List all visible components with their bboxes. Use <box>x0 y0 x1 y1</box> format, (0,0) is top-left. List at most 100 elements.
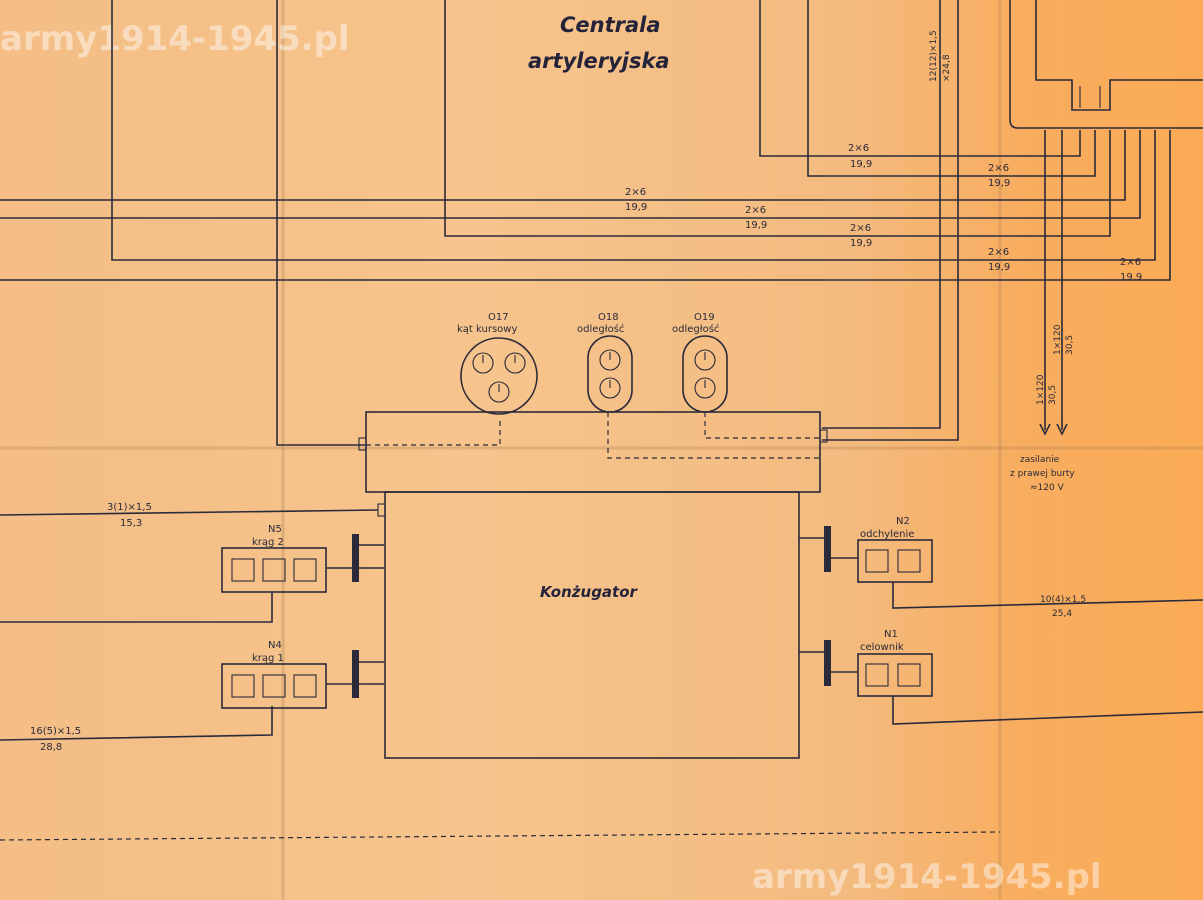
dial-icon <box>694 377 716 399</box>
internal-link-o19 <box>704 412 822 439</box>
label-w-v1: 1×120 30,5 <box>1036 374 1058 405</box>
indicator-o19-name: odległość <box>672 323 719 335</box>
svg-text:19,9: 19,9 <box>1120 272 1142 283</box>
indicator-o17-housing <box>460 337 538 415</box>
wire-vertical-bundle-b <box>822 0 959 441</box>
label-w-v2: 1×120 30,5 <box>1053 324 1075 355</box>
svg-text:19,9: 19,9 <box>988 178 1010 189</box>
svg-text:2×6: 2×6 <box>745 205 766 216</box>
centrala-title-line2: artyleryjska <box>528 49 670 73</box>
indicator-o19-id: O19 <box>694 312 715 323</box>
supply-arrow-2 <box>1056 423 1068 436</box>
svg-text:19,9: 19,9 <box>745 220 767 231</box>
indicator-o19-housing <box>682 335 728 413</box>
svg-text:≈120 V: ≈120 V <box>1030 483 1065 493</box>
label-w-mid2: 2×6 19,9 <box>745 205 767 231</box>
terminal-icon <box>897 663 921 687</box>
sheet-border-dashed <box>0 831 1001 841</box>
terminal-icon <box>231 674 255 698</box>
wire-left-1 <box>0 509 379 516</box>
box-n4-name: krąg 1 <box>252 653 284 664</box>
svg-text:25,4: 25,4 <box>1052 609 1072 619</box>
box-n4-housing <box>221 663 327 709</box>
indicator-o18-housing <box>587 335 633 413</box>
terminal-icon <box>262 674 286 698</box>
wire-vertical-bundle-a <box>822 0 941 429</box>
box-n1-housing <box>857 653 933 697</box>
junction-terminal-left <box>358 437 367 451</box>
svg-text:2×6: 2×6 <box>988 163 1009 174</box>
indicator-o17: O17 kąt kursowy <box>457 312 538 415</box>
wire-left-2 <box>0 706 273 741</box>
wire-centrala-bottom <box>444 0 1111 237</box>
svg-text:19,9: 19,9 <box>850 238 872 249</box>
wire-low-1 <box>111 0 1156 261</box>
svg-text:z prawej burty: z prawej burty <box>1010 469 1075 479</box>
konzugator-label: Konżugator <box>540 583 639 601</box>
indicator-o18-name: odległość <box>577 323 624 335</box>
right-unit-outline <box>1009 0 1203 129</box>
wire-top-1 <box>759 0 1081 157</box>
centrala-title-line1: Centrala <box>560 13 661 37</box>
wire-left-vertical <box>276 0 365 446</box>
svg-text:19,9: 19,9 <box>988 262 1010 273</box>
label-w-low2: 2×6 19,9 <box>1120 257 1142 283</box>
indicator-o17-id: O17 <box>488 312 509 323</box>
dial-icon <box>599 349 621 371</box>
wire-right-2 <box>892 696 1203 725</box>
svg-text:1×120: 1×120 <box>1053 324 1063 355</box>
svg-text:10(4)×1,5: 10(4)×1,5 <box>1040 595 1086 605</box>
svg-text:15,3: 15,3 <box>120 518 142 529</box>
indicator-o17-name: kąt kursowy <box>457 324 517 335</box>
watermark-bottom: army1914-1945.pl <box>752 857 1102 897</box>
box-n5: N5 krąg 2 <box>0 524 384 623</box>
svg-text:zasilanie: zasilanie <box>1020 455 1060 465</box>
box-n1: N1 celownik <box>799 629 1203 725</box>
svg-text:2×6: 2×6 <box>1120 257 1141 268</box>
watermark-top: army1914-1945.pl <box>0 19 350 59</box>
wire-mid-2 <box>0 130 1141 219</box>
box-n5-name: krąg 2 <box>252 537 284 548</box>
supply-arrow-1 <box>1039 423 1051 436</box>
box-n2: N2 odchylenie <box>799 516 1203 609</box>
svg-text:2×6: 2×6 <box>988 247 1009 258</box>
svg-text:1×120: 1×120 <box>1036 374 1046 405</box>
wire-right-1 <box>892 582 1203 609</box>
svg-text:2×6: 2×6 <box>625 187 646 198</box>
label-w-low1: 2×6 19,9 <box>988 247 1010 273</box>
box-n1-name: celownik <box>860 642 904 653</box>
label-w-vertical: 12(12)×1,5 ×24,8 <box>929 30 952 82</box>
box-n1-id: N1 <box>884 629 898 640</box>
supply-label: zasilanie z prawej burty ≈120 V <box>1010 455 1075 493</box>
wire-n5 <box>0 592 273 623</box>
junction-terminal-right <box>819 429 828 443</box>
terminal-icon <box>293 674 317 698</box>
box-n5-housing <box>221 547 327 593</box>
konzugator-terminal-left <box>377 503 386 517</box>
label-w-left1: 3(1)×1,5 15,3 <box>107 502 152 529</box>
svg-text:16(5)×1,5: 16(5)×1,5 <box>30 726 81 737</box>
dial-icon <box>694 349 716 371</box>
box-n2-id: N2 <box>896 516 910 527</box>
indicator-o19: O19 odległość <box>672 312 728 413</box>
label-w-right1: 10(4)×1,5 25,4 <box>1040 595 1086 619</box>
svg-text:2×6: 2×6 <box>848 143 869 154</box>
indicator-o18-id: O18 <box>598 312 619 323</box>
dial-icon <box>472 352 494 374</box>
konzugator-box <box>384 491 800 759</box>
junction-bar <box>365 411 821 493</box>
terminal-icon <box>865 549 889 573</box>
label-w-top2: 2×6 19,9 <box>988 163 1010 189</box>
svg-text:30,5: 30,5 <box>1065 335 1075 355</box>
label-w-left2: 16(5)×1,5 28,8 <box>30 726 81 753</box>
svg-text:30,5: 30,5 <box>1048 385 1058 405</box>
terminal-icon <box>231 558 255 582</box>
shaft-coupling-icon <box>352 534 359 582</box>
svg-text:19,9: 19,9 <box>625 202 647 213</box>
svg-text:12(12)×1,5: 12(12)×1,5 <box>929 30 939 82</box>
wire-low-2 <box>0 130 1171 281</box>
indicator-o18: O18 odległość <box>577 312 633 413</box>
box-n2-name: odchylenie <box>860 529 914 540</box>
